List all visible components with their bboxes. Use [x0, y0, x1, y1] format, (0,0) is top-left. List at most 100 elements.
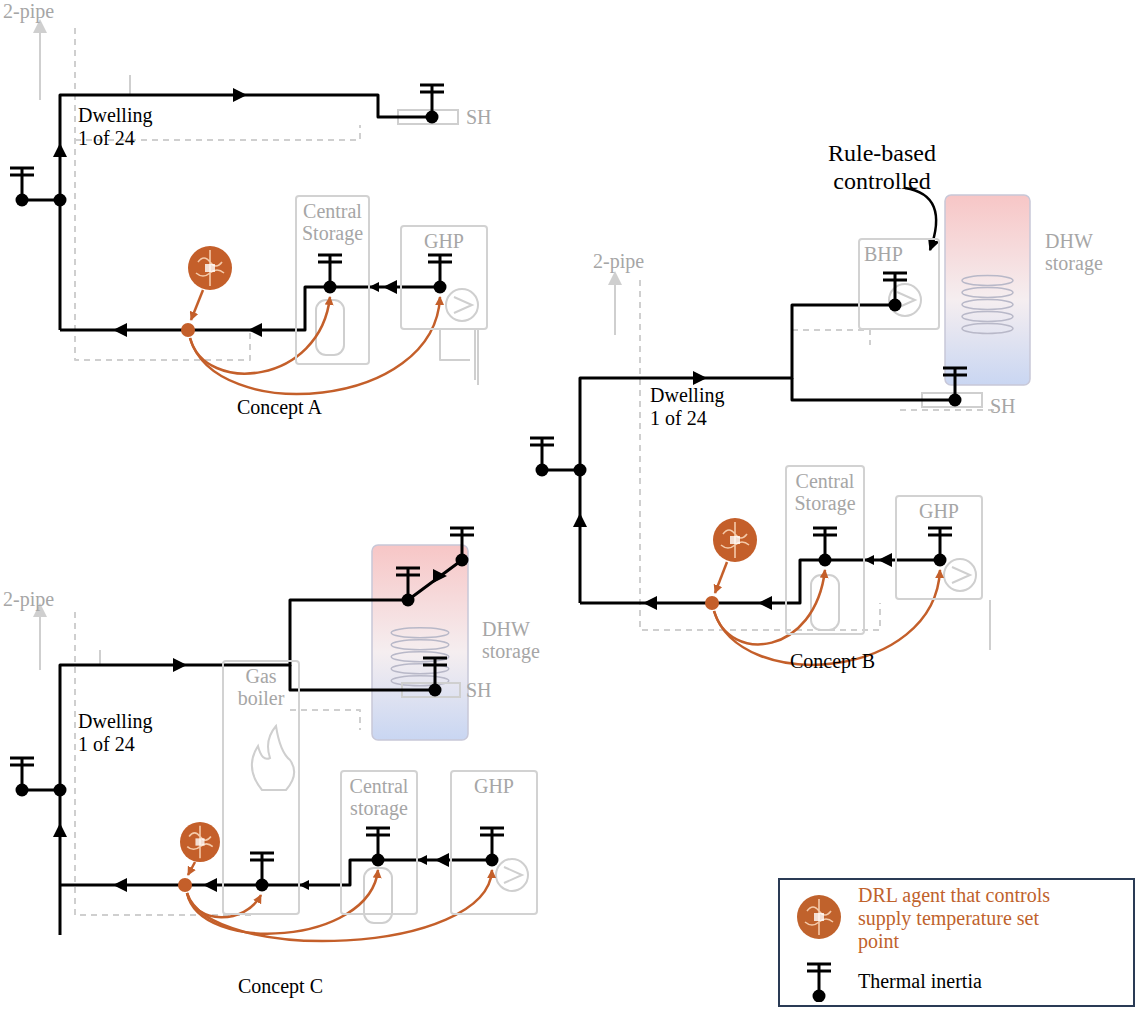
inertia-bar	[943, 367, 967, 370]
inertia-dot	[456, 554, 469, 567]
brain-icon	[797, 895, 841, 939]
pipe-line	[477, 330, 479, 385]
inertia-bar	[530, 437, 554, 440]
inertia-bar	[420, 91, 444, 94]
equipment-box: GHP	[400, 225, 488, 330]
inertia-dot	[426, 111, 439, 124]
dhw-tank	[372, 545, 468, 740]
coil-winding	[391, 652, 449, 662]
heat-pump-symbol	[454, 297, 472, 313]
ai-chip	[814, 913, 824, 921]
flow-arrow	[53, 143, 67, 157]
inertia-bar	[883, 272, 907, 275]
pipe-line	[640, 280, 880, 630]
equipment-label: Gas boiler	[224, 662, 298, 712]
ai-chip	[195, 838, 204, 845]
callout-text: Rule-based controlled	[812, 140, 952, 195]
inertia-dot	[429, 684, 442, 697]
agent-control-arrow	[188, 862, 195, 875]
concept-label: Concept A	[237, 396, 322, 419]
inertia-bar	[396, 567, 420, 570]
inertia-bar	[928, 534, 952, 537]
pipe-line	[792, 378, 955, 400]
equipment-box: Central Storage	[295, 195, 370, 365]
legend-icon	[794, 952, 844, 1002]
ai-chip	[205, 264, 215, 272]
coil-winding	[962, 324, 1013, 334]
brain-fold	[805, 899, 833, 935]
flow-arrow	[248, 323, 262, 337]
pipe-line	[290, 665, 435, 690]
inertia-bar	[480, 827, 504, 830]
coil-winding	[962, 312, 1013, 322]
flame-icon	[252, 726, 294, 790]
flow-arrow	[573, 513, 587, 527]
agent-node	[178, 878, 192, 892]
legend-text: Thermal inertia	[858, 970, 1078, 993]
storage-tank: DHW storage	[945, 195, 1132, 385]
agent-control-arrow	[190, 297, 330, 374]
pipe-line	[989, 600, 991, 650]
brain-icon	[180, 822, 220, 862]
inertia-bar	[250, 859, 274, 862]
inertia-dot	[54, 784, 67, 797]
inertia-bar	[10, 757, 34, 760]
inertia-bar	[423, 657, 447, 660]
equipment-label: GHP	[452, 772, 536, 800]
inertia-dot	[54, 194, 67, 207]
inertia-bar	[807, 970, 831, 973]
flow-arrow	[643, 596, 657, 610]
equipment-label: GHP	[897, 497, 981, 525]
equipment-label: DHW storage	[1041, 227, 1129, 277]
ai-chip	[730, 536, 740, 544]
inertia-dot	[372, 854, 385, 867]
pipe-line	[75, 612, 255, 915]
heat-pump-symbol	[952, 567, 970, 583]
pipe-line	[290, 710, 360, 730]
pipe-line	[39, 28, 41, 100]
equipment-label: DHW storage	[478, 615, 566, 665]
inertia-dot	[256, 879, 269, 892]
equipment-box: Central storage	[340, 770, 418, 915]
inertia-bar	[813, 534, 837, 537]
concept-label: Concept B	[790, 650, 875, 673]
pipe-line	[900, 409, 1000, 411]
pipe-line	[474, 330, 476, 380]
dwelling-label: Dwelling 1 of 24	[650, 384, 732, 430]
flow-connector	[865, 559, 895, 562]
inertia-bar	[428, 254, 452, 257]
equipment-label: BHP	[860, 240, 938, 268]
inertia-bar	[396, 574, 420, 577]
brain-fold	[721, 522, 749, 558]
coil-winding	[962, 300, 1013, 310]
equipment-box: Gas boiler	[222, 660, 300, 915]
coil-winding	[962, 288, 1013, 298]
inertia-dot	[486, 854, 499, 867]
sh-label: SH	[466, 679, 492, 702]
pipe-label: 2-pipe	[3, 588, 54, 611]
storage-tank: DHW storage	[372, 545, 557, 740]
dwelling-label: Dwelling 1 of 24	[78, 710, 160, 756]
inertia-bar	[10, 167, 34, 170]
pipe-label: 2-pipe	[593, 250, 644, 273]
flow-connector	[300, 884, 340, 887]
inertia-bar	[318, 261, 342, 264]
agent-control-arrow	[187, 870, 378, 934]
inertia-bar	[807, 963, 831, 966]
dwelling-label: Dwelling 1 of 24	[78, 104, 160, 150]
agent-control-arrow	[190, 297, 440, 394]
inertia-dot	[536, 464, 549, 477]
inertia-bar	[366, 827, 390, 830]
brain-fold	[196, 250, 224, 286]
inertia-bar	[943, 374, 967, 377]
flow-arrow	[758, 596, 772, 610]
equipment-box: GHP	[895, 495, 983, 600]
equipment-box: GHP	[450, 770, 538, 915]
inertia-dot	[813, 990, 826, 1003]
inertia-dot	[819, 554, 832, 567]
sh-label: SH	[990, 395, 1016, 418]
inertia-bar	[883, 279, 907, 282]
inertia-dot	[402, 594, 415, 607]
flow-arrow	[233, 88, 247, 102]
